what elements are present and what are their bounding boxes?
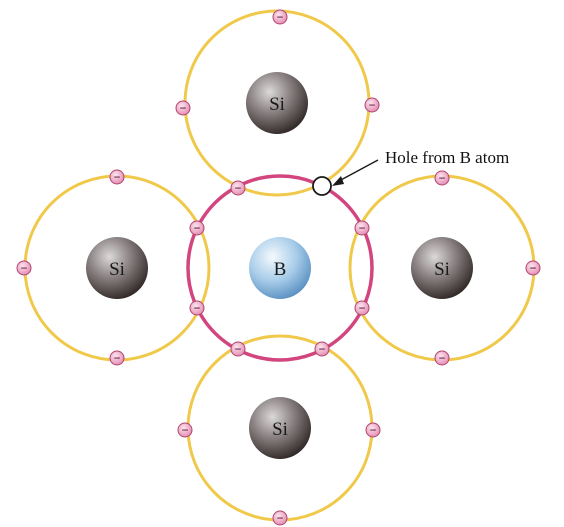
atom-label: Si [272,419,288,440]
electron: − [272,9,288,25]
si-nucleus [86,237,148,299]
electron-dot [314,341,330,357]
callout-arrow-line [338,159,379,182]
electron: − [364,97,380,113]
atom-left-si: Si [86,237,148,299]
electron-sign: − [368,101,376,111]
electron-sign: − [438,174,446,184]
electron: − [314,341,330,357]
si-nucleus [246,72,308,134]
atom-right-si: Si [411,237,473,299]
hole-marker [312,176,332,196]
electron-dot [175,100,191,116]
electron: − [189,300,205,316]
atom-label: B [274,259,287,280]
electron: − [175,100,191,116]
electron-dot [354,300,370,316]
electron-dot [109,169,125,185]
electron-sign: − [113,173,121,183]
electron-dot [230,180,246,196]
electron: − [525,260,541,276]
orbit-center-b [186,174,374,362]
callout-arrowhead [332,176,344,186]
electron: − [177,422,193,438]
atom-top-si: Si [246,72,308,134]
atom-bottom-si: Si [249,397,311,459]
electrons: − − − − − − − − − − − − − − − − − − − [16,9,541,526]
electron: − [109,169,125,185]
electron-sign: − [234,184,242,194]
electron-sign: − [193,304,201,314]
electron-dot [434,350,450,366]
electron-dot [364,97,380,113]
electron: − [434,170,450,186]
electron: − [272,510,288,526]
electron-dot [230,341,246,357]
electron-sign: − [358,304,366,314]
electron-dot [16,260,32,276]
b-nucleus [249,237,311,299]
electron-sign: − [318,345,326,355]
electron-sign: − [438,354,446,364]
electron-dot [525,260,541,276]
electron-sign: − [276,13,284,23]
atom-center-b: B [249,237,311,299]
si-nucleus [411,237,473,299]
electron-dot [109,350,125,366]
electron: − [365,422,381,438]
hole-callout: Hole from B atom [332,148,509,186]
atom-label: Si [269,94,285,115]
electron-dot [272,510,288,526]
electron: − [354,220,370,236]
electron: − [109,350,125,366]
hole-label: Hole from B atom [385,148,509,167]
electron: − [16,260,32,276]
electron: − [189,220,205,236]
electron-sign: − [369,426,377,436]
electron-dot [365,422,381,438]
electron-dot [434,170,450,186]
si-nucleus [249,397,311,459]
electron-dot [177,422,193,438]
electron-dot [272,9,288,25]
electron-sign: − [113,354,121,364]
electron-sign: − [181,426,189,436]
nuclei: Si Si B Si Si [86,72,473,459]
electron: − [354,300,370,316]
electron: − [230,341,246,357]
electron-sign: − [529,264,537,274]
atom-label: Si [109,259,125,280]
electron-sign: − [179,104,187,114]
electron: − [434,350,450,366]
electron-dot [189,220,205,236]
electron-sign: − [193,224,201,234]
electron-sign: − [358,224,366,234]
electron-sign: − [234,345,242,355]
electron-dot [354,220,370,236]
atom-label: Si [434,259,450,280]
electron-sign: − [20,264,28,274]
electron-dot [189,300,205,316]
hole [312,176,332,196]
electron-sign: − [276,514,284,524]
electron: − [230,180,246,196]
